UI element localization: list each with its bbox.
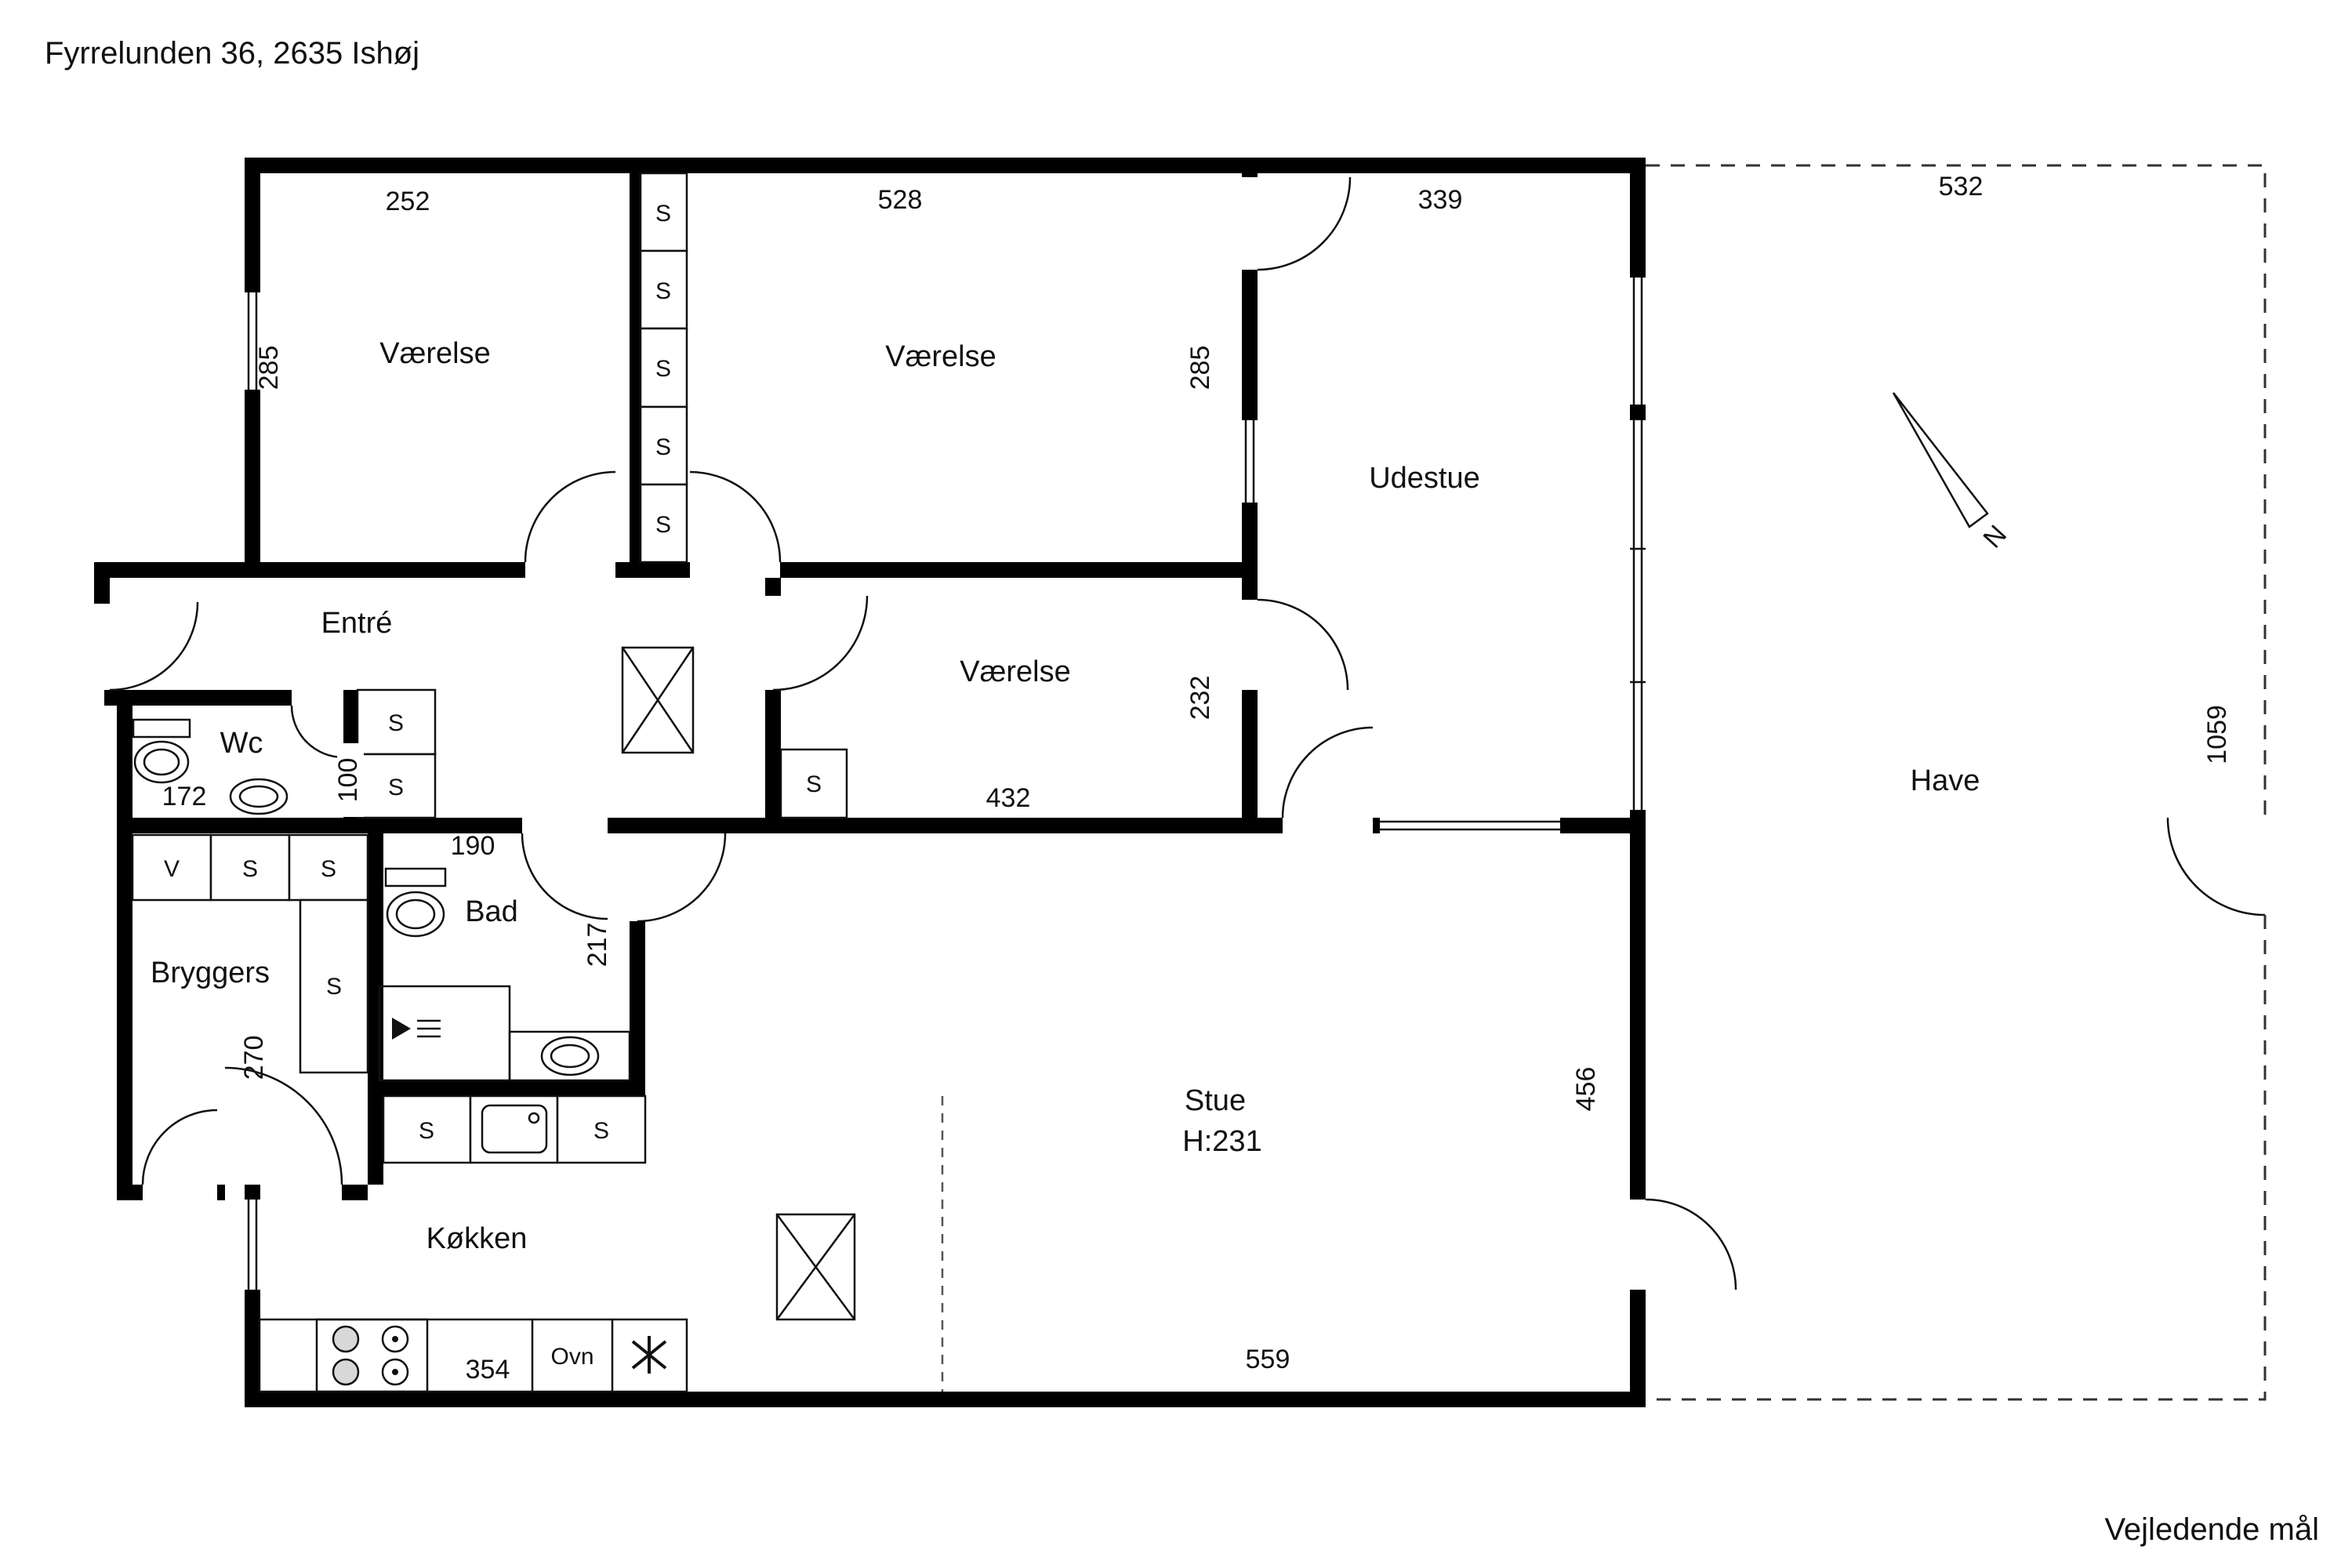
room-label-entre: Entré — [321, 607, 393, 640]
closet-cell — [209, 833, 291, 902]
closet-cell — [556, 1094, 647, 1164]
closet-label: S — [419, 1118, 434, 1144]
footnote: Vejledende mål — [2104, 1512, 2319, 1547]
vent-shaft-icon — [775, 1213, 856, 1321]
closet-cell — [299, 898, 369, 1074]
kitchen-counter — [258, 1318, 688, 1393]
closet-label: S — [242, 856, 258, 882]
wall-segments — [94, 158, 1646, 1407]
closet-cell — [779, 748, 848, 819]
room-label-vaerelse-2: Værelse — [885, 340, 996, 373]
window-glass-lines — [247, 278, 1646, 1290]
room-ceiling-height: H:231 — [1182, 1125, 1261, 1158]
fixtures — [132, 646, 856, 1393]
closet-cell — [639, 172, 688, 252]
door-swing-arcs — [109, 176, 2266, 1290]
dimension-labels: 252 528 339 532 285 285 232 100 172 190 … — [162, 172, 2232, 1385]
bad-sink-icon — [508, 1030, 631, 1082]
closet-label: S — [655, 278, 671, 304]
dim-1059: 1059 — [2202, 705, 2232, 764]
dim-339: 339 — [1418, 185, 1463, 215]
doors — [109, 176, 2266, 1290]
closet-cell — [639, 405, 688, 486]
closet-label: S — [655, 201, 671, 227]
north-arrow: N — [1892, 392, 2013, 554]
dim-432: 432 — [986, 783, 1031, 813]
dim-532: 532 — [1939, 172, 1984, 201]
dim-270: 270 — [239, 1036, 269, 1080]
closet-cell — [288, 833, 369, 902]
washing-machine-icon — [378, 985, 511, 1082]
closet-label: S — [388, 710, 404, 736]
closet-cell — [356, 753, 437, 819]
bad-toilet-icon — [384, 867, 447, 938]
closet-label: S — [388, 775, 404, 800]
dim-100-backing — [337, 743, 364, 817]
dim-285-left: 285 — [254, 346, 284, 390]
dim-217: 217 — [583, 923, 612, 967]
room-label-bryggers: Bryggers — [151, 956, 270, 989]
closet-cell — [382, 1094, 472, 1164]
room-label-udestue: Udestue — [1369, 462, 1480, 495]
garden-boundary-dashed — [1646, 164, 2267, 1401]
dim-456: 456 — [1571, 1067, 1601, 1112]
windows — [247, 278, 1646, 1290]
closet-label: S — [806, 771, 822, 797]
dim-100: 100 — [333, 758, 363, 803]
room-label-vaerelse-3: Værelse — [960, 655, 1071, 688]
walls — [94, 158, 1646, 1407]
dim-252: 252 — [386, 187, 430, 216]
closet-label: V — [164, 856, 180, 882]
stove-icon — [315, 1318, 429, 1393]
closet-cell — [639, 483, 688, 564]
dim-528: 528 — [878, 185, 923, 215]
closet-cell — [131, 833, 212, 902]
north-arrow-icon — [1892, 392, 1989, 528]
dim-232: 232 — [1185, 676, 1215, 720]
extractor-fan-icon — [631, 1336, 667, 1374]
room-label-bad: Bad — [465, 895, 518, 928]
room-label-stue: Stue — [1185, 1084, 1246, 1117]
wc-toilet-icon — [132, 718, 191, 784]
room-labels: Værelse Værelse Udestue Entré Wc Værelse… — [151, 337, 1980, 1370]
closet-label: S — [326, 974, 342, 1000]
dim-285-mid: 285 — [1185, 346, 1215, 390]
dim-190: 190 — [451, 831, 495, 861]
room-label-vaerelse-1: Værelse — [379, 337, 491, 370]
closet-label: S — [593, 1118, 609, 1144]
kitchen-sink-icon — [481, 1104, 548, 1154]
room-label-have: Have — [1911, 764, 1980, 797]
vent-shaft-icon — [621, 646, 695, 754]
room-label-kokken: Køkken — [426, 1222, 528, 1255]
wc-sink-icon — [229, 778, 289, 815]
closet-label: S — [655, 356, 671, 382]
room-label-wc: Wc — [220, 727, 263, 760]
dim-354: 354 — [466, 1355, 510, 1385]
closet-label: S — [321, 856, 336, 882]
closet-cell — [639, 249, 688, 330]
dim-172: 172 — [162, 782, 207, 811]
page-title: Fyrrelunden 36, 2635 Ishøj — [45, 36, 420, 71]
dim-559: 559 — [1246, 1345, 1290, 1374]
closet-label: S — [655, 434, 671, 460]
closets: S S S S S S S V S S S S S S — [131, 172, 848, 1164]
north-label: N — [1977, 520, 2013, 554]
oven-label: Ovn — [550, 1344, 593, 1370]
closet-cell — [639, 327, 688, 408]
closet-label: S — [655, 512, 671, 538]
